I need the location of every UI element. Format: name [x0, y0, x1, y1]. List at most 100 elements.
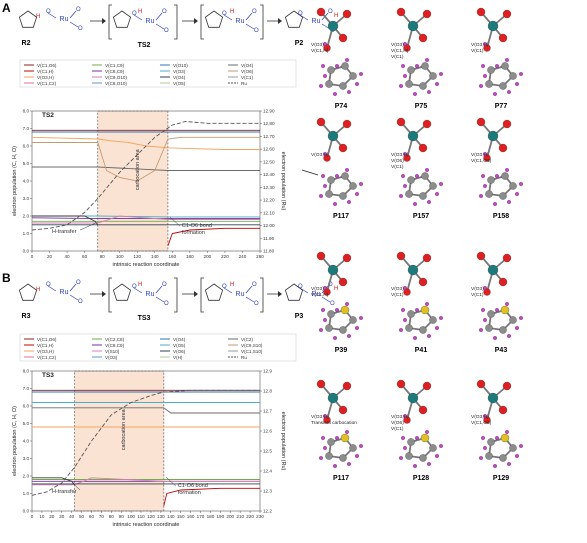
scheme-a-ru-atom: Ru — [312, 18, 321, 25]
scheme-a-o-atom: O — [298, 11, 303, 17]
struct-a-basin-point — [415, 64, 419, 68]
scheme-b-o-atom: O — [222, 284, 227, 290]
struct-b-hydrogen-atom — [505, 430, 509, 434]
struct-b-hydrogen-atom — [481, 436, 485, 440]
struct-b-oxygen-atom — [396, 379, 406, 389]
chart-b-carbocation-region — [74, 370, 165, 512]
chart-a-annotation-arrow — [79, 222, 96, 231]
legend-entry: V(O6) — [173, 349, 186, 354]
struct-a-hydrogen-atom — [483, 184, 487, 188]
struct-b-carbon-atom — [485, 324, 493, 332]
struct-b-sulfur-atom — [340, 433, 350, 443]
struct-b-basin-label: V(O3,H) — [391, 414, 409, 420]
chart-a-series-line — [31, 121, 260, 231]
chart-a-series-line — [32, 166, 260, 171]
struct-b-oxygen-atom — [418, 405, 428, 415]
scheme-a-arrowhead — [194, 18, 198, 24]
struct-a-hydrogen-atom — [483, 74, 487, 78]
chart-a-series-line — [31, 217, 260, 220]
struct-b-basin-label: V(C1) — [391, 292, 404, 298]
struct-b-carbon-atom — [499, 454, 507, 462]
chart-b-xtick-label: 160 — [187, 514, 195, 519]
scheme-a-ring — [112, 10, 132, 28]
struct-a-oxygen-atom — [338, 143, 348, 153]
struct-a-basin-label: V(C1) — [391, 164, 404, 170]
struct-b-hydrogen-atom — [347, 462, 351, 466]
scheme-a-bracket — [260, 4, 264, 40]
struct-b-basin-label: V(O3) — [391, 286, 404, 292]
struct-a-oxygen-atom — [323, 154, 331, 162]
struct-b-structure-label: P43 — [495, 347, 508, 354]
chart-a-y2tick-label: 12.60 — [263, 147, 275, 152]
struct-b-carbon-atom — [349, 444, 357, 452]
struct-a-hydrogen-atom — [345, 168, 349, 172]
struct-a-carbon-atom — [419, 192, 427, 200]
struct-a-hydrogen-atom — [359, 182, 363, 186]
chart-a-ytick-label: 5.0 — [23, 161, 30, 166]
chart-b-xtick-label: 110 — [137, 514, 145, 519]
chart-b-xtick-label: 80 — [109, 514, 115, 519]
legend-a: V(C1,O6)V(C1,C9)V(O10)V(O4)V(C1,H)V(C8,C… — [19, 59, 297, 88]
struct-b-basin-point — [483, 286, 487, 290]
struct-b-sulfur-atom — [420, 305, 430, 315]
struct-b-basin-label: V(O6) — [391, 420, 404, 426]
chart-a-xtick-label: 140 — [151, 254, 159, 259]
chart-b-xtick-label: 140 — [167, 514, 175, 519]
chart-b-xtick-label: 170 — [197, 514, 205, 519]
struct-b-basin-label: V(C1,O6) — [471, 420, 492, 426]
struct-b-hydrogen-atom — [435, 326, 439, 330]
legend-entry: Ru — [241, 355, 247, 360]
struct-b-oxygen-atom — [483, 288, 491, 296]
scheme-a-o-atom: O — [162, 9, 167, 15]
chart-a-y2tick-label: 12.50 — [263, 159, 275, 164]
chart-a-x-axis-label: intrinsic reaction coordinate — [113, 262, 180, 268]
struct-b-hydrogen-atom — [427, 462, 431, 466]
struct-a-structure-label: P117 — [333, 213, 349, 220]
legend-entry: V(C8,O10) — [105, 81, 127, 86]
scheme-b-bracket — [200, 277, 204, 313]
chart-a-y2tick-label: 12.90 — [263, 109, 275, 114]
legend-entry: V(C1,H) — [37, 69, 54, 74]
scheme-b-ru-atom: Ru — [146, 291, 155, 298]
scheme-a-ring — [204, 10, 224, 28]
chart-b-xtick-label: 120 — [147, 514, 155, 519]
struct-b-basin-point — [495, 436, 499, 440]
struct-b-structure-label: P41 — [415, 347, 428, 354]
struct-b-basin-label: V(O3,H) — [311, 414, 329, 420]
chart-b-ytick-label: 5.0 — [23, 421, 30, 426]
scheme-a-o-atom: O — [132, 11, 137, 17]
chart-a-series-line — [32, 136, 260, 182]
chart-b-xtick-label: 220 — [246, 514, 254, 519]
struct-a-pointer-arrow — [301, 169, 319, 176]
scheme-b-o-atom: O — [76, 280, 81, 286]
scheme-b-bracket — [260, 277, 264, 313]
struct-b-hydrogen-atom — [439, 316, 443, 320]
chart-b-y2tick-label: 12.4 — [263, 469, 272, 474]
chart-a-y2tick-label: 12.20 — [263, 198, 275, 203]
scheme-a-h-atom: H — [138, 9, 142, 15]
struct-b-basin-point — [415, 436, 419, 440]
scheme-a-o-atom: O — [46, 9, 51, 15]
struct-a-oxygen-atom — [403, 154, 411, 162]
struct-b-hydrogen-atom — [401, 308, 405, 312]
chart-b-ytick-label: 3.0 — [23, 456, 30, 461]
chart-a-y2-axis-label: electron population (Ru) — [280, 152, 286, 211]
chart-a-y-axis-label: electron population (C, H, O) — [12, 146, 18, 216]
struct-b-basin-label: V(C1) — [471, 292, 484, 298]
struct-b-carbon-atom — [419, 326, 427, 334]
struct-b-basin-point — [403, 414, 407, 418]
struct-b-hydrogen-atom — [321, 308, 325, 312]
struct-a-hydrogen-atom — [399, 84, 403, 88]
legend-entry: V(C9,S10) — [241, 343, 263, 348]
legend-entry: V(O4) — [173, 75, 186, 80]
struct-a-oxygen-atom — [502, 119, 512, 129]
struct-a-oxygen-atom — [422, 9, 432, 19]
scheme-b-arrowhead — [102, 291, 106, 297]
legend-entry: V(C1,C2) — [37, 81, 57, 86]
struct-a-structure-label: P157 — [413, 213, 429, 220]
scheme-a-bond — [299, 14, 309, 21]
struct-a-hydrogen-atom — [425, 168, 429, 172]
chart-b-annotation-carbocation: carbocation area — [121, 408, 127, 450]
struct-b-carbon-atom — [509, 444, 517, 452]
chart-b-series-line — [32, 477, 75, 486]
